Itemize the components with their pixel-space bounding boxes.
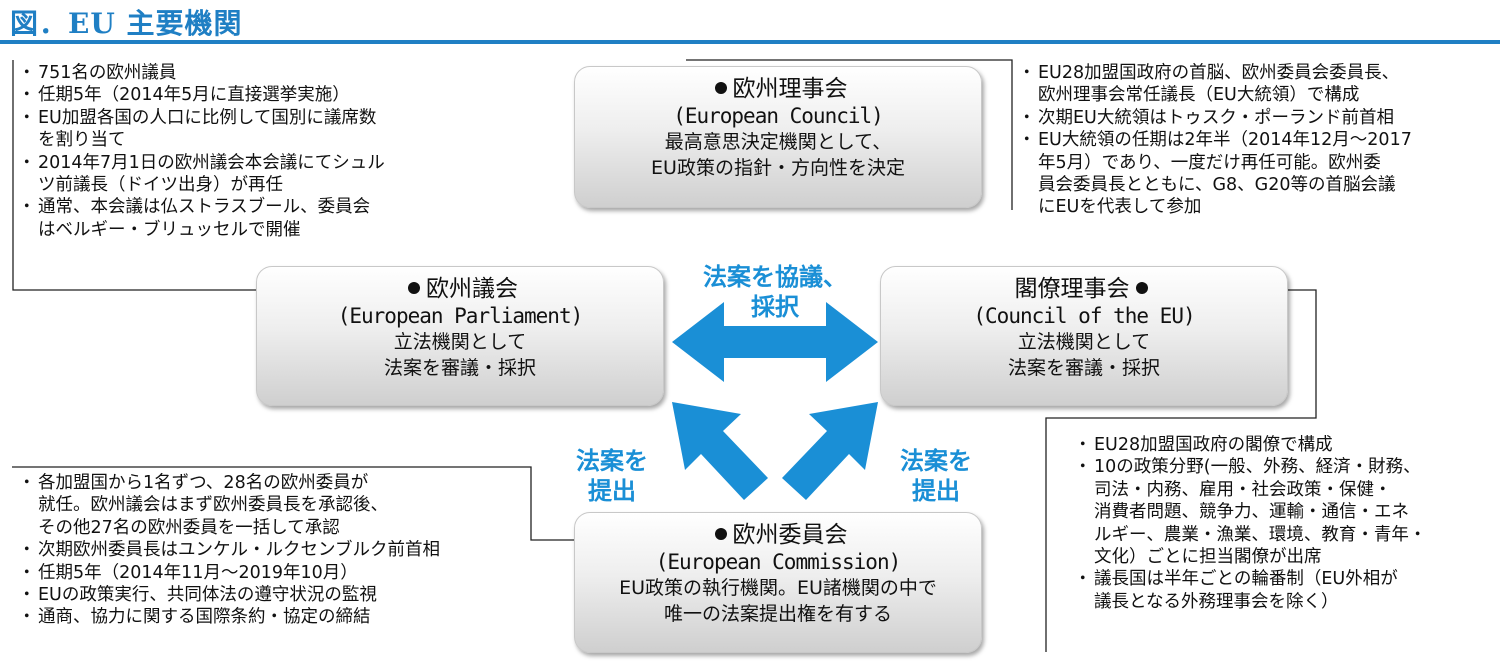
box-european-parliament: 欧州議会 (European Parliament) 立法機関として 法案を審議… (256, 266, 664, 406)
note-line: 各加盟国から1名ずつ、28名の欧州委員が (38, 473, 369, 493)
institution-english-name: (Council of the EU) (973, 304, 1195, 328)
note-line: 任期5年（2014年5月に直接選挙実施） (38, 85, 350, 106)
arrow-label-line: 提出 (912, 477, 960, 505)
institution-description: EU政策の指針・方向性を決定 (651, 157, 905, 179)
institution-description: 立法機関として (1017, 331, 1151, 353)
arrow-to-parliament-icon (672, 402, 768, 500)
bullet-dot-icon (408, 282, 420, 294)
institution-english-name: (European Council) (673, 104, 884, 128)
note-line: 司法・内務、雇用・社会政策・保健・ (1094, 479, 1392, 500)
institution-name: 欧州議会 (426, 276, 518, 302)
note-line: 10の政策分野(一般、外務、経済・財務、 (1094, 457, 1421, 478)
institution-description: EU政策の執行機関。EU諸機関の中で (619, 577, 937, 599)
note-item: 各加盟国から1名ずつ、28名の欧州委員が就任。欧州議会はまず欧州委員長を承認後、… (18, 472, 558, 539)
arrow-label-line: 法案を協議、 (703, 263, 847, 291)
institution-name: 欧州委員会 (732, 522, 848, 548)
arrow-label-deliberate: 法案を協議、 採択 (692, 262, 858, 322)
note-item: EU28加盟国政府の首脳、欧州委員会委員長、欧州理事会常任議長（EU大統領）で構… (1018, 62, 1488, 107)
note-line: 就任。欧州議会はまず欧州委員長を承認後、 (38, 495, 388, 516)
bullet-dot-icon (714, 528, 727, 540)
note-item: 通商、協力に関する国際条約・協定の締結 (18, 606, 558, 629)
note-line: EU大統領の任期は2年半（2014年12月～2017 (1038, 130, 1412, 151)
institution-description: 法案を審議・採択 (1007, 357, 1160, 379)
arrow-label-submit-left: 法案を 提出 (562, 446, 662, 506)
arrow-label-submit-right: 法案を 提出 (886, 446, 986, 506)
note-line: 次期EU大統領はトゥスク・ポーランド前首相 (1038, 107, 1395, 128)
institution-name: 閣僚理事会 (1014, 276, 1130, 302)
note-line: 文化）ごとに担当閣僚が出席 (1094, 547, 1322, 568)
bullet-dot-icon (714, 82, 727, 94)
box-european-council: 欧州理事会 (European Council) 最高意思決定機関として、 EU… (574, 66, 982, 208)
institution-description: 最高意思決定機関として、 (664, 131, 892, 153)
note-item: 10の政策分野(一般、外務、経済・財務、司法・内務、雇用・社会政策・保健・消費者… (1074, 456, 1494, 568)
note-council-of-eu: EU28加盟国政府の閣僚で構成10の政策分野(一般、外務、経済・財務、司法・内務… (1074, 434, 1494, 613)
note-line: EU28加盟国政府の首脳、欧州委員会委員長、 (1038, 63, 1400, 83)
arrow-label-line: 法案を (576, 447, 648, 475)
note-line: ルギー、農業・漁業、環境、教育・青年・ (1094, 524, 1427, 545)
note-line: 員会委員長とともに、G8、G20等の首脳会議 (1038, 175, 1396, 196)
arrow-label-line: 法案を (900, 447, 972, 475)
note-item: EUの政策実行、共同体法の遵守状況の監視 (18, 584, 558, 607)
note-item: 任期5年（2014年11月～2019年10月） (18, 562, 558, 585)
note-item: 次期EU大統領はトゥスク・ポーランド前首相 (1018, 107, 1488, 130)
note-line: 年5月）であり、一度だけ再任可能。欧州委 (1038, 152, 1381, 173)
note-line: 議長となる外務理事会を除く） (1094, 591, 1339, 612)
note-line: 通商、協力に関する国際条約・協定の締結 (38, 607, 371, 628)
note-parliament: 751名の欧州議員任期5年（2014年5月に直接選挙実施）EU加盟各国の人口に比… (18, 62, 538, 241)
note-item: EU大統領の任期は2年半（2014年12月～2017年5月）であり、一度だけ再任… (1018, 129, 1488, 219)
box-european-commission: 欧州委員会 (European Commission) EU政策の執行機関。EU… (574, 512, 982, 653)
note-line: 2014年7月1日の欧州議会本会議にてシュル (38, 152, 385, 173)
connector-council (686, 59, 1013, 210)
note-item: EU28加盟国政府の閣僚で構成 (1074, 434, 1494, 457)
note-line: その他27名の欧州委員を一括して承認 (38, 517, 340, 538)
note-line: 次期欧州委員長はユンケル・ルクセンブルク前首相 (38, 540, 440, 561)
institution-description: 唯一の法案提出権を有する (663, 603, 892, 625)
arrow-label-line: 提出 (588, 477, 636, 505)
box-council-of-eu: 閣僚理事会 (Council of the EU) 立法機関として 法案を審議・… (880, 266, 1288, 406)
note-line: EUの政策実行、共同体法の遵守状況の監視 (38, 585, 377, 606)
note-european-commission: 各加盟国から1名ずつ、28名の欧州委員が就任。欧州議会はまず欧州委員長を承認後、… (18, 472, 558, 629)
note-line: を割り当て (38, 130, 126, 151)
note-line: はベルギー・ブリュッセルで開催 (38, 219, 301, 240)
institution-english-name: (European Parliament) (337, 304, 584, 328)
note-european-council: EU28加盟国政府の首脳、欧州委員会委員長、欧州理事会常任議長（EU大統領）で構… (1018, 62, 1488, 219)
institution-description: 立法機関として (393, 331, 527, 353)
double-arrow-icon (672, 302, 878, 382)
note-line: 議長国は半年ごとの輪番制（EU外相が (1094, 569, 1398, 590)
note-line: EU28加盟国政府の閣僚で構成 (1094, 435, 1333, 455)
note-item: 751名の欧州議員 (18, 62, 538, 85)
note-line: 751名の欧州議員 (38, 63, 177, 83)
note-item: 次期欧州委員長はユンケル・ルクセンブルク前首相 (18, 539, 558, 562)
note-line: ツ前議長（ドイツ出身）が再任 (38, 175, 283, 196)
institution-description: 法案を審議・採択 (383, 357, 536, 379)
note-line: EU加盟各国の人口に比例して国別に議席数 (38, 107, 377, 128)
note-line: 欧州理事会常任議長（EU大統領）で構成 (1038, 85, 1360, 106)
note-line: にEUを代表して参加 (1038, 197, 1202, 218)
figure-title: 図．EU 主要機関 (10, 7, 243, 40)
institution-english-name: (European Commission) (655, 550, 902, 574)
title-rule (0, 40, 1500, 44)
note-line: 消費者問題、競争力、運輸・通信・エネ (1094, 502, 1409, 523)
arrow-to-council-eu-icon (782, 402, 878, 500)
bullet-dot-icon (1135, 282, 1148, 294)
arrow-label-line: 採択 (751, 293, 799, 321)
institution-name: 欧州理事会 (732, 76, 848, 102)
note-line: 通常、本会議は仏ストラスブール、委員会 (38, 197, 371, 218)
note-item: 任期5年（2014年5月に直接選挙実施） (18, 84, 538, 107)
note-line: 任期5年（2014年11月～2019年10月） (38, 562, 358, 583)
